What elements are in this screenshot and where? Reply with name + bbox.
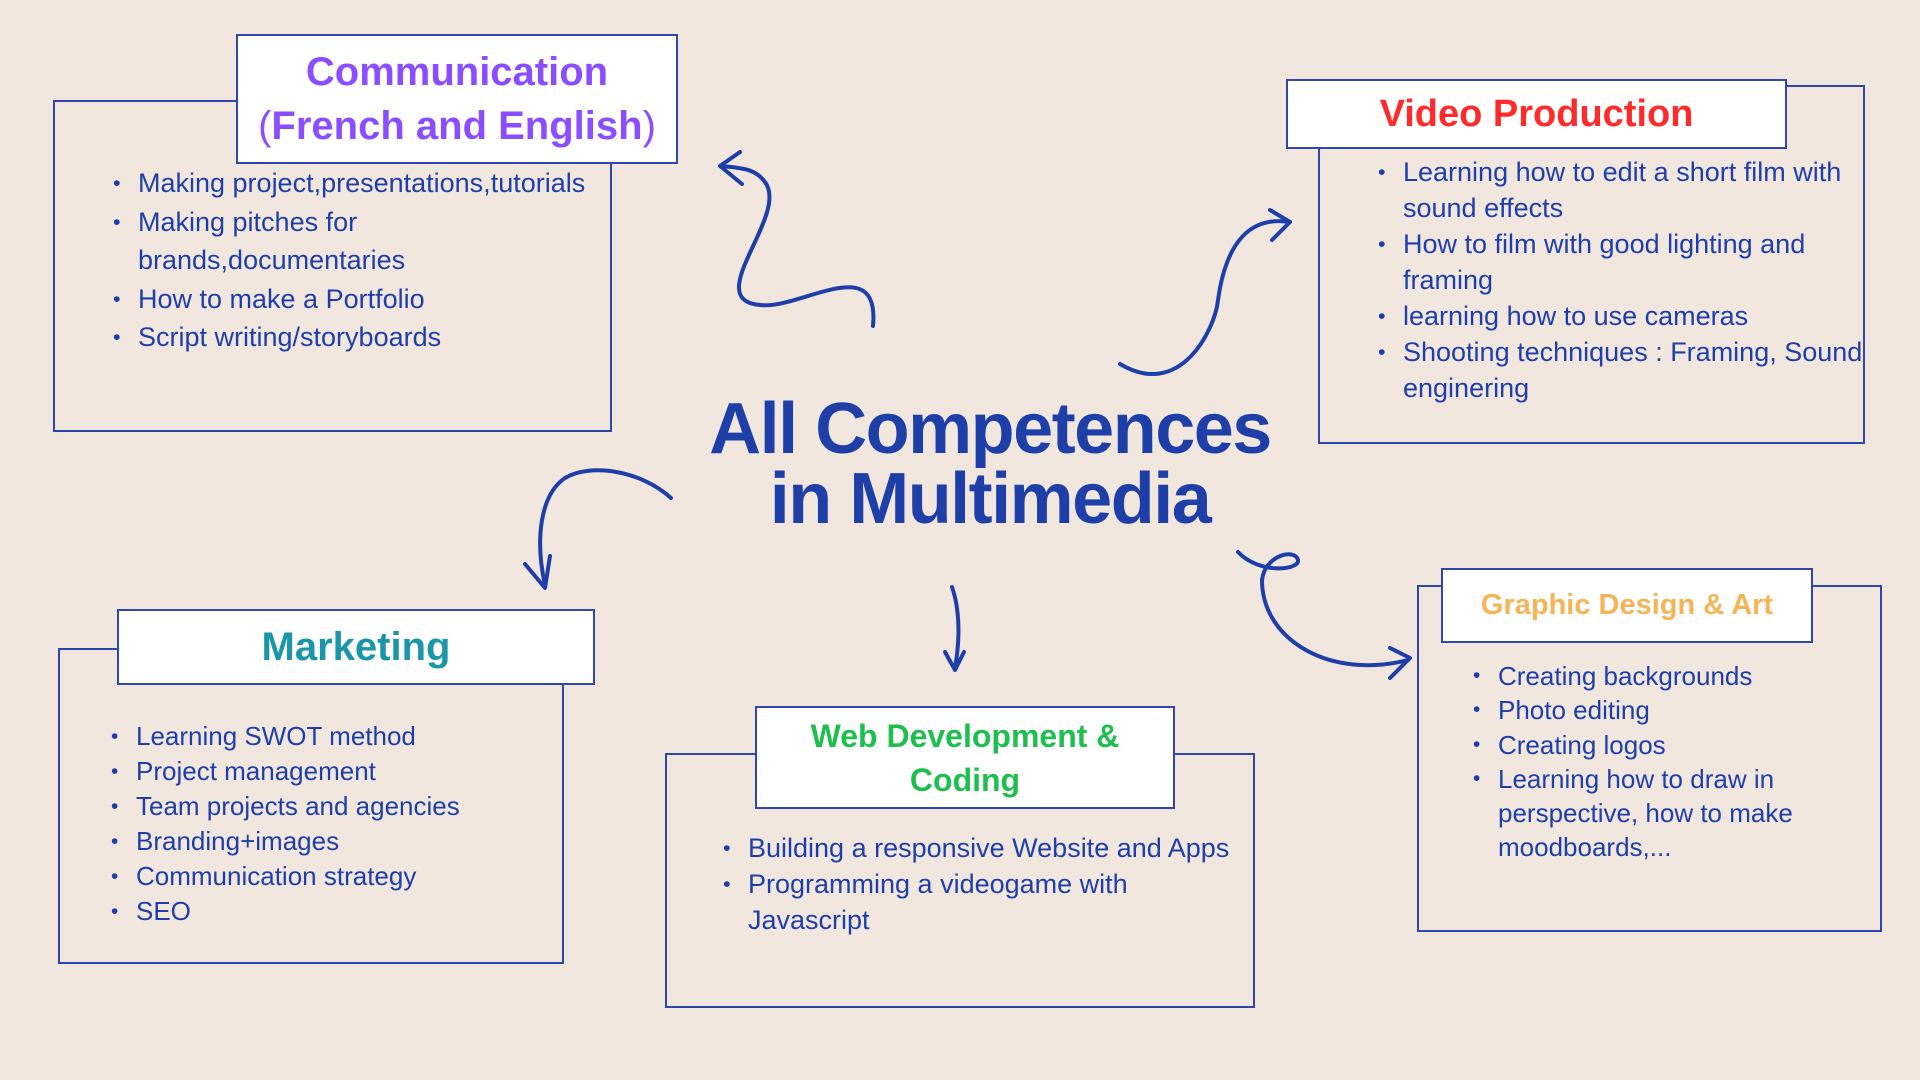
video-heading: Video Production: [1286, 79, 1787, 149]
list-item: Creating backgrounds: [1473, 659, 1868, 694]
video-list: Learning how to edit a short film with s…: [1371, 154, 1863, 406]
list-item: How to film with good lighting and frami…: [1378, 226, 1863, 298]
main-title-line2: in Multimedia: [769, 459, 1212, 539]
marketing-list: Learning SWOT method Project management …: [104, 719, 566, 929]
communication-paren-close: ): [642, 104, 656, 148]
web-heading-line2: Coding: [909, 761, 1021, 798]
communication-heading: Communication (French and English): [236, 34, 678, 164]
graphic-heading: Graphic Design & Art: [1441, 568, 1813, 643]
list-item: Team projects and agencies: [111, 789, 566, 824]
web-heading-line1: Web Development &: [810, 717, 1120, 754]
list-item: Communication strategy: [111, 859, 566, 894]
marketing-heading: Marketing: [117, 609, 595, 685]
list-item: learning how to use cameras: [1378, 298, 1863, 334]
arrow-to-graphic: [1236, 550, 1410, 668]
list-item: Building a responsive Website and Apps: [723, 830, 1248, 866]
arrowhead-web: [943, 650, 966, 672]
list-item: Script writing/storyboards: [113, 318, 608, 357]
list-item: Project management: [111, 754, 566, 789]
list-item: Programming a videogame with Javascript: [723, 866, 1248, 938]
communication-list: Making project,presentations,tutorials M…: [106, 164, 608, 357]
list-item: How to make a Portfolio: [113, 280, 608, 319]
list-item: Shooting techniques : Framing, Sound eng…: [1378, 334, 1863, 406]
communication-heading-line1: Communication: [305, 50, 609, 94]
main-title-line1: All Competences: [709, 389, 1272, 469]
arrow-to-video: [1118, 219, 1292, 376]
list-item: Learning how to draw in perspective, how…: [1473, 762, 1868, 865]
arrowhead-graphic: [1388, 646, 1412, 680]
main-title: All Competences in Multimedia: [650, 389, 1330, 539]
list-item: Making pitches for brands,documentaries: [113, 203, 608, 280]
communication-paren-open: (: [258, 104, 272, 148]
arrow-to-marketing: [538, 468, 673, 587]
web-heading: Web Development & Coding: [755, 706, 1175, 809]
list-item: Branding+images: [111, 824, 566, 859]
list-item: Photo editing: [1473, 693, 1868, 728]
communication-heading-line2: (French and English): [258, 104, 656, 148]
arrowhead-communication: [718, 150, 744, 186]
list-item: Learning how to edit a short film with s…: [1378, 154, 1863, 226]
list-item: Creating logos: [1473, 728, 1868, 763]
arrow-to-web: [950, 585, 961, 670]
arrow-to-communication: [720, 164, 876, 328]
list-item: Learning SWOT method: [111, 719, 566, 754]
arrowhead-video: [1268, 208, 1292, 242]
web-list: Building a responsive Website and Apps P…: [716, 830, 1248, 938]
graphic-list: Creating backgrounds Photo editing Creat…: [1466, 659, 1868, 865]
list-item: SEO: [111, 894, 566, 929]
arrowhead-marketing: [523, 554, 552, 590]
list-item: Making project,presentations,tutorials: [113, 164, 608, 203]
